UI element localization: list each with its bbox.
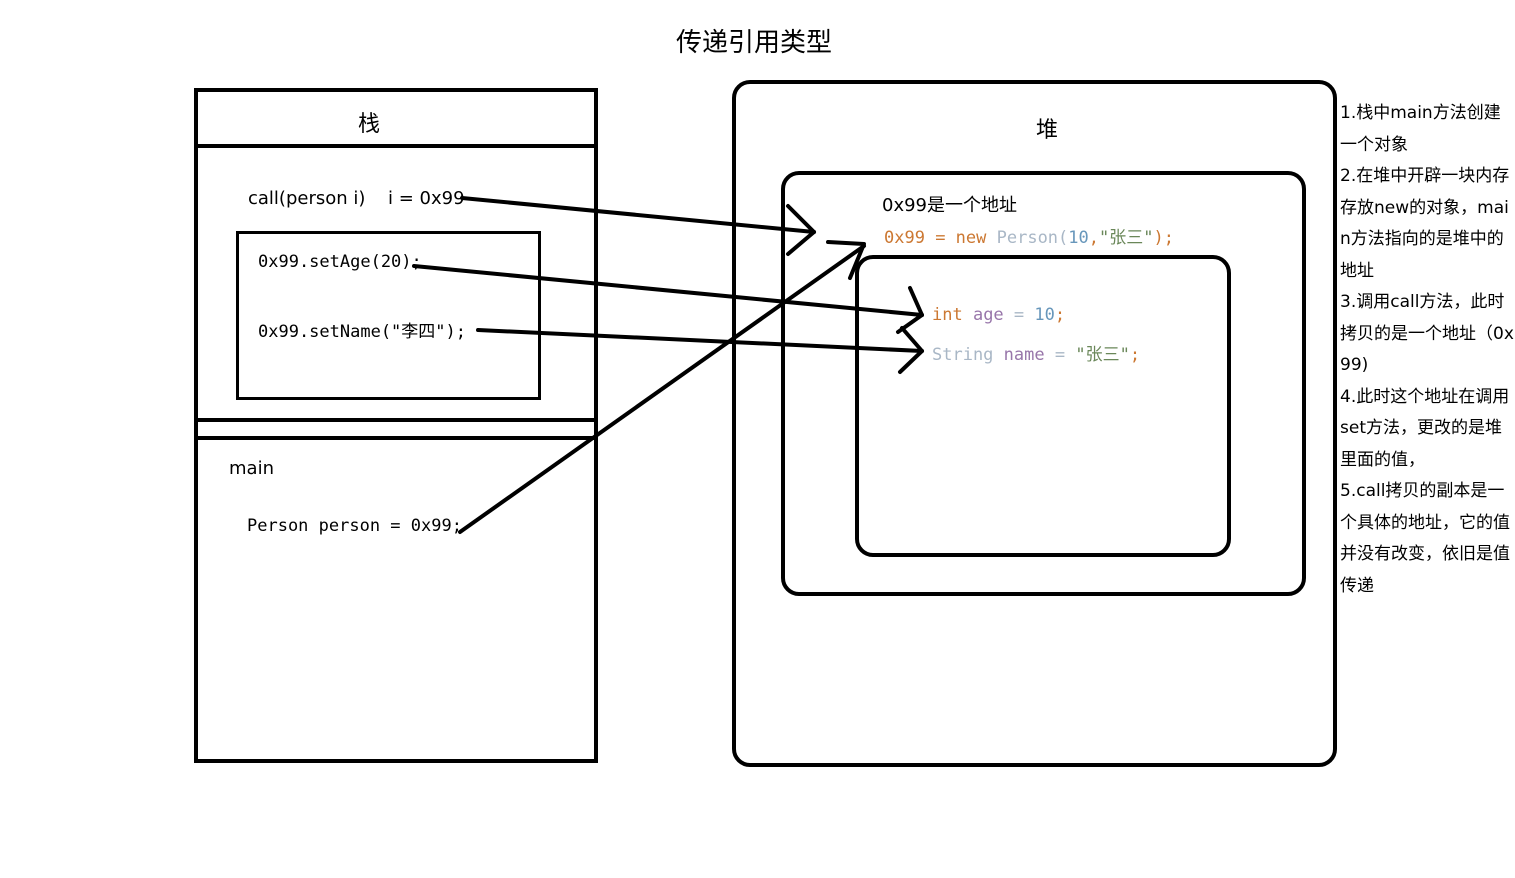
arrowhead-setage xyxy=(896,286,924,334)
field-age-type: int xyxy=(932,305,973,325)
note-3: 3.调用call方法，此时拷贝的是一个地址（0x99) xyxy=(1340,292,1514,375)
diagram-title: 传递引用类型 xyxy=(676,28,833,58)
object-construction: 0x99 = new Person(10,"张三"); xyxy=(884,223,1174,248)
stack-container xyxy=(194,88,598,763)
address-note: 0x99是一个地址 xyxy=(882,195,1018,216)
field-name-name: name xyxy=(1003,345,1045,365)
arrowhead-call-param xyxy=(786,204,816,256)
field-name: String name = "张三"; xyxy=(932,340,1140,365)
heap-label: 堆 xyxy=(1036,118,1059,143)
heap-object-outer xyxy=(781,171,1306,596)
heap-object-fields xyxy=(855,255,1231,557)
construct-address: 0x99 xyxy=(884,228,925,248)
frame-separator-bottom xyxy=(194,436,598,440)
construct-eq: = xyxy=(924,228,956,248)
field-name-type: String xyxy=(932,345,1004,365)
frame-separator-top xyxy=(194,418,598,422)
main-frame-label: main xyxy=(229,458,274,479)
set-age-call: 0x99.setAge(20); xyxy=(258,252,422,272)
stack-label: 栈 xyxy=(358,112,381,137)
field-age-end: ; xyxy=(1054,305,1066,325)
call-signature: call(person i) xyxy=(248,188,366,209)
construct-open: ( xyxy=(1058,228,1069,248)
construct-number: 10 xyxy=(1068,228,1089,248)
construct-close: ); xyxy=(1153,228,1174,248)
call-param-assignment: i = 0x99 xyxy=(388,188,465,209)
field-age-eq: = xyxy=(1003,305,1035,325)
heap-container xyxy=(732,80,1337,767)
field-age: int age = 10; xyxy=(932,305,1065,325)
construct-comma: , xyxy=(1088,228,1100,248)
field-name-eq: = xyxy=(1044,345,1076,365)
arrowhead-main xyxy=(826,240,866,280)
arrow-main-to-object xyxy=(458,244,866,534)
construct-new-keyword: new xyxy=(955,228,997,248)
main-person-declaration: Person person = 0x99; xyxy=(247,516,462,536)
field-name-end: ; xyxy=(1129,345,1141,365)
field-name-value: "张三" xyxy=(1075,345,1130,365)
construct-type: Person xyxy=(996,228,1059,248)
note-4: 4.此时这个地址在调用set方法，更改的是堆里面的值， xyxy=(1340,386,1510,470)
note-1: 1.栈中main方法创建一个对象 xyxy=(1340,103,1501,155)
call-method-body xyxy=(236,231,541,400)
field-age-value: 10 xyxy=(1034,305,1055,325)
arrow-setage-to-age xyxy=(412,264,924,317)
field-age-name: age xyxy=(972,305,1004,325)
arrowhead-setname xyxy=(898,326,924,374)
explanation-notes: 1.栈中main方法创建一个对象 2.在堆中开辟一块内存存放new的对象，mai… xyxy=(1340,98,1515,602)
stack-header-divider xyxy=(194,144,598,148)
note-5: 5.call拷贝的副本是一个具体的地址，它的值并没有改变，依旧是值传递 xyxy=(1340,481,1510,596)
note-2: 2.在堆中开辟一块内存存放new的对象，main方法指向的是堆中的地址 xyxy=(1340,166,1510,281)
construct-string: "张三" xyxy=(1099,228,1154,248)
arrow-setname-to-name xyxy=(476,328,924,353)
set-name-call: 0x99.setName("李四"); xyxy=(258,322,466,342)
arrow-call-param-to-object xyxy=(460,196,816,234)
